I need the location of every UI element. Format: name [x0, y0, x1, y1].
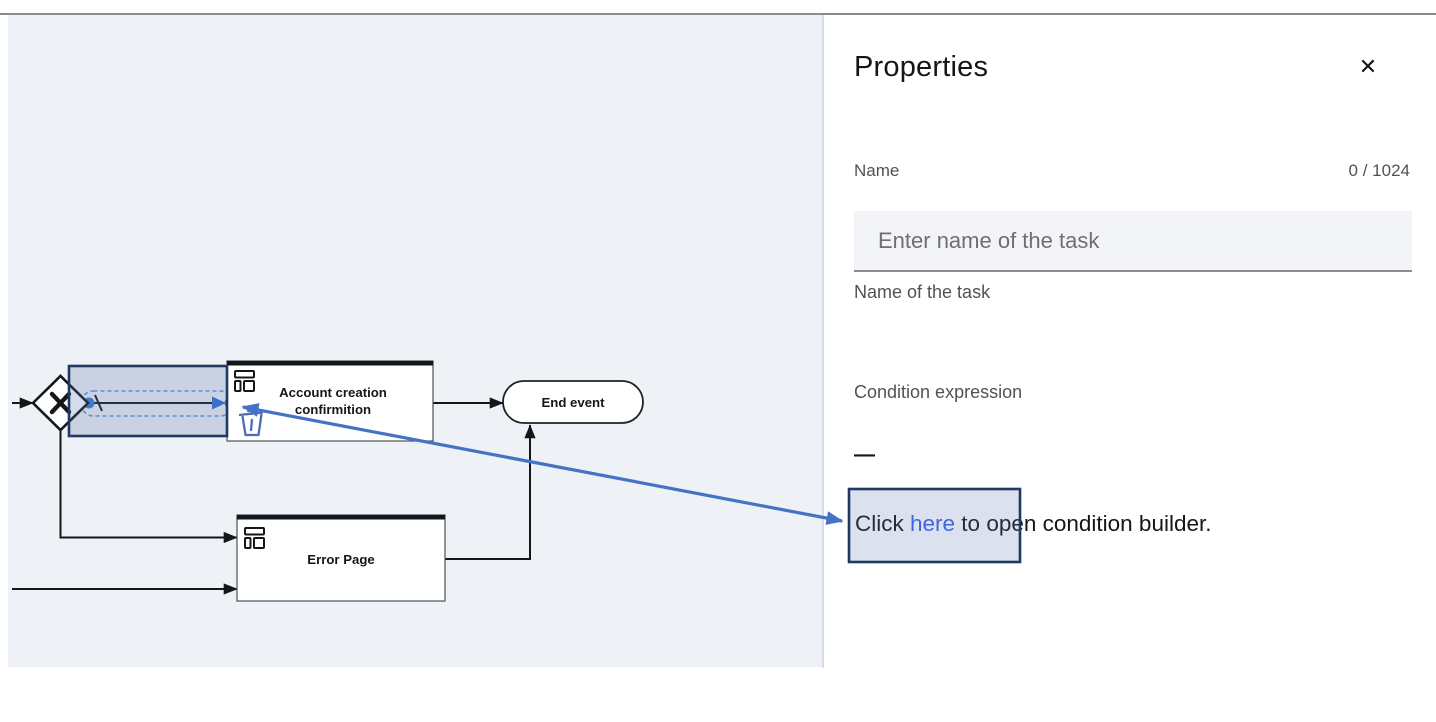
task-label: Error Page [307, 552, 374, 567]
hint-suffix: to open condition builder. [955, 511, 1212, 536]
task-label-line2: confirmition [295, 402, 371, 417]
end-event[interactable]: End event [502, 380, 644, 424]
name-label: Name [854, 161, 900, 180]
name-field-header: Name 0 / 1024 [854, 161, 1410, 181]
condition-empty-value: — [854, 443, 875, 466]
end-event-label: End event [541, 395, 605, 410]
edge-gateway-to-error-page[interactable] [59, 430, 238, 544]
selected-edge-arrowhead [212, 396, 226, 410]
condition-builder-hint: Click here to open condition builder. [855, 507, 1212, 541]
close-icon: ✕ [1358, 54, 1378, 79]
hint-prefix: Click [855, 511, 910, 536]
panel-title: Properties [854, 51, 989, 83]
svg-text:confirmition: confirmition [295, 402, 371, 417]
name-helper-text: Name of the task [854, 282, 991, 302]
task-label-line1: Account creation [279, 385, 387, 400]
gateway-x-icon [49, 391, 72, 415]
top-divider [0, 13, 1436, 15]
task-account-creation[interactable]: Account creation confirmition [226, 360, 434, 442]
properties-panel: Properties ✕ Name 0 / 1024 Name of the t… [822, 15, 1436, 668]
condition-expression-label: Condition expression [854, 382, 1023, 402]
edge-error-page-to-end-event[interactable] [445, 424, 536, 560]
page-layout-icon [234, 370, 255, 392]
edge-gateway-to-account-task-selected[interactable] [80, 390, 236, 417]
diagram-canvas[interactable]: Account creation confirmition End event [8, 15, 822, 667]
page-layout-icon [244, 527, 265, 549]
svg-text:Account creation: Account creation [279, 385, 387, 400]
exclusive-gateway[interactable] [31, 374, 90, 432]
close-button[interactable]: ✕ [1352, 51, 1384, 83]
condition-builder-link[interactable]: here [910, 511, 956, 536]
task-error-page[interactable]: Error Page [236, 514, 446, 602]
char-counter: 0 / 1024 [1348, 161, 1410, 180]
task-name-input[interactable] [854, 211, 1412, 272]
